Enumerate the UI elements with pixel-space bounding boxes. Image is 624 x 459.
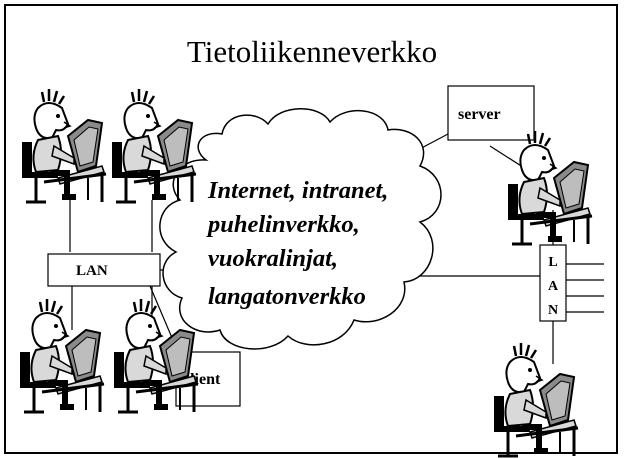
network-cloud — [159, 108, 442, 350]
lan-left-label: LAN — [76, 263, 108, 279]
cloud-line: Internet, intranet, — [207, 177, 388, 204]
person-at-computer-icon — [20, 87, 108, 204]
lan-right-letter: A — [548, 279, 559, 294]
server-label: server — [458, 106, 501, 123]
cloud-line: vuokralinjat, — [208, 245, 338, 272]
person-at-computer-icon — [506, 129, 594, 246]
lan-right-letter: N — [548, 303, 558, 318]
cloud-text: Internet, intranet, puhelinverkko, vuokr… — [206, 177, 388, 310]
server-box — [447, 85, 535, 141]
person-at-computer-icon — [492, 341, 580, 458]
cloud-line: puhelinverkko, — [206, 211, 360, 238]
lan-right-letter: L — [548, 255, 557, 270]
lan-right-box — [539, 244, 567, 322]
person-at-computer-icon — [18, 297, 106, 414]
cloud-line: langatonverkko — [208, 283, 366, 310]
page-title: Tietoliikenneverkko — [186, 34, 438, 69]
lan-left-box — [47, 253, 161, 287]
